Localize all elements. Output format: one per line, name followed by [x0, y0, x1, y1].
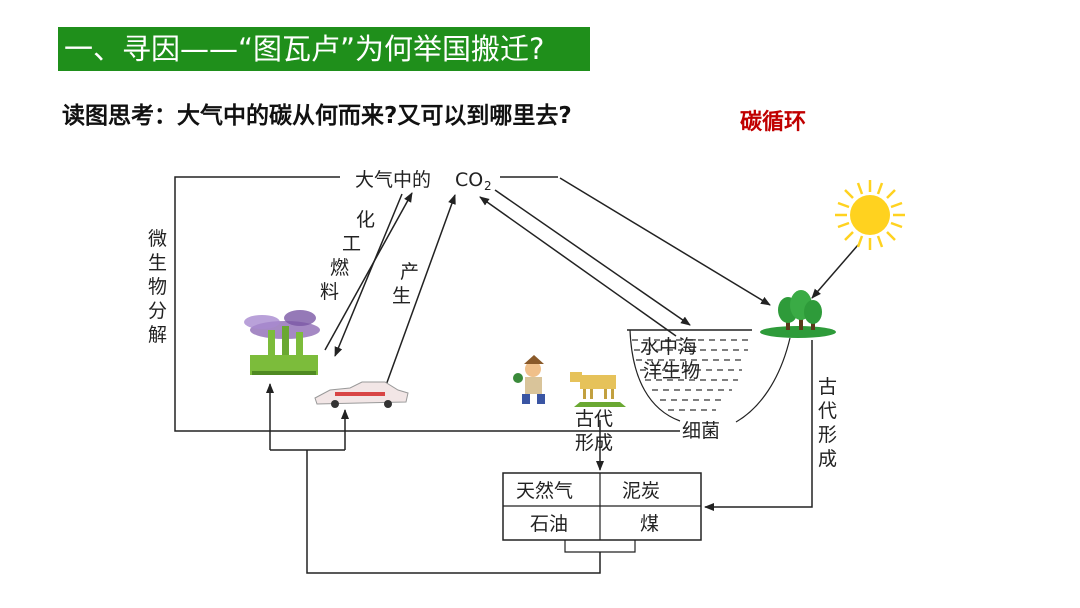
svg-text:分: 分	[148, 300, 167, 322]
svg-text:燃: 燃	[330, 257, 349, 279]
svg-text:解: 解	[148, 324, 167, 346]
ancient-formation-left-1: 古代	[575, 408, 613, 430]
tree-icon	[760, 290, 836, 338]
sun-icon	[835, 180, 905, 250]
svg-text:古: 古	[818, 376, 837, 398]
svg-text:料: 料	[320, 281, 339, 303]
svg-text:代: 代	[818, 400, 837, 422]
natural-gas-cell: 天然气	[516, 480, 573, 502]
ocean-release-arrow	[480, 197, 676, 336]
fossil-fuel-bracket	[565, 540, 635, 552]
svg-text:生: 生	[148, 252, 167, 274]
svg-text:成: 成	[818, 448, 837, 470]
svg-text:工: 工	[342, 233, 361, 255]
svg-text:化: 化	[356, 209, 375, 231]
ocean-absorb-arrow	[495, 190, 690, 325]
svg-text:物: 物	[148, 276, 167, 298]
atmosphere-label: 大气中的	[355, 169, 431, 191]
ancient-formation-left-2: 形成	[575, 432, 613, 454]
svg-text:微: 微	[148, 228, 167, 250]
marine-life-label-2: 洋生物	[643, 360, 700, 382]
coal-cell: 煤	[640, 513, 659, 535]
bacteria-label: 细菌	[682, 420, 720, 442]
car-icon	[315, 382, 408, 408]
peat-cell: 泥炭	[622, 480, 660, 502]
sunlight-arrow	[812, 245, 858, 298]
factory-icon	[244, 310, 320, 375]
svg-text:形: 形	[818, 424, 837, 446]
svg-text:生: 生	[392, 285, 411, 307]
marine-life-label-1: 水中海	[640, 336, 697, 358]
svg-text:产: 产	[400, 261, 419, 283]
ancient-formation-right-arrow	[705, 340, 812, 507]
co2-subscript: 2	[484, 179, 492, 193]
produce-label: 产 生	[392, 261, 419, 307]
oil-cell: 石油	[530, 513, 568, 535]
photosynthesis-arrow	[560, 178, 770, 305]
chemical-fuel-label: 化 工 燃 料	[320, 209, 375, 303]
co2-label: CO	[455, 169, 483, 191]
person-icon	[513, 355, 545, 404]
microbe-decomposition-label: 微 生 物 分 解	[148, 228, 167, 346]
ancient-formation-right-label: 古 代 形 成	[818, 376, 837, 470]
cow-icon	[570, 372, 626, 407]
